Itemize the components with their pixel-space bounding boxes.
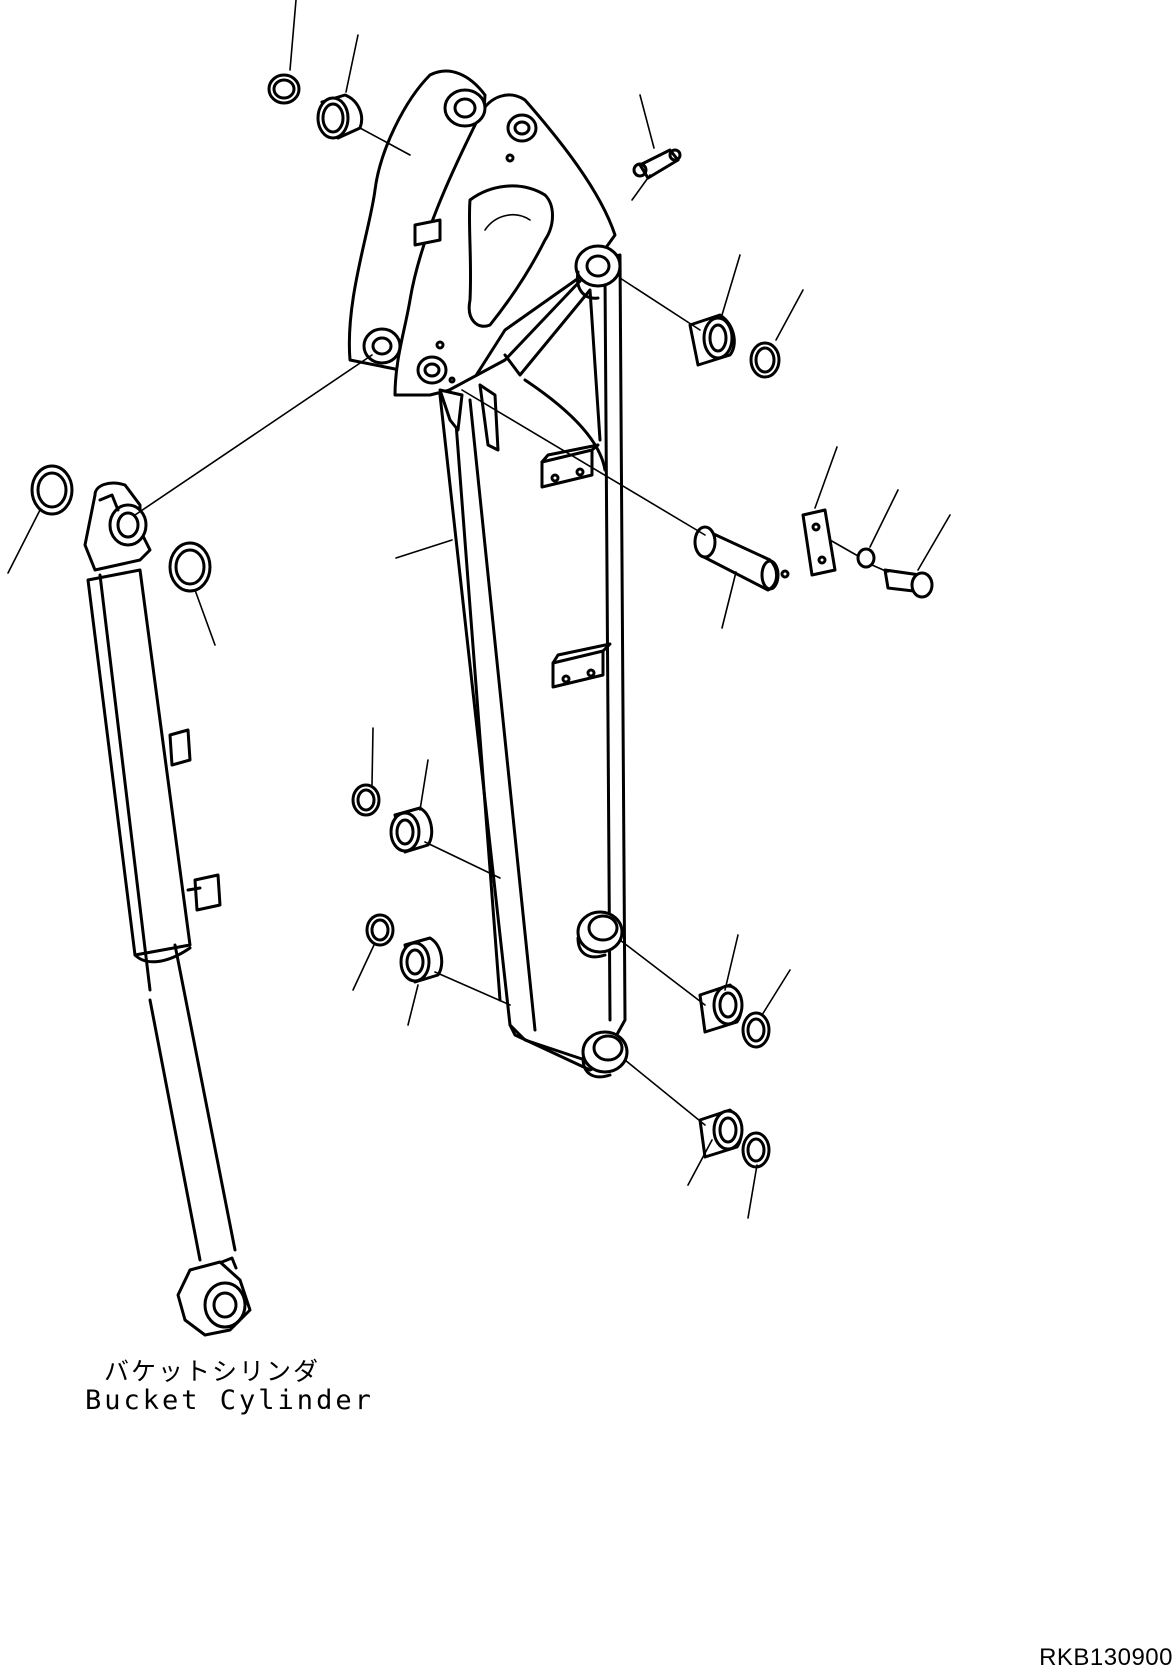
washers-cylinder	[30, 464, 212, 593]
arm-pin	[693, 525, 790, 592]
arm-body	[347, 69, 629, 1079]
bucket-cylinder-label-jp: バケットシリンダ	[104, 1357, 321, 1386]
bucket-cylinder-label-en: Bucket Cylinder	[85, 1385, 374, 1416]
bushings-lower-right	[698, 983, 771, 1169]
bucket-cylinder	[83, 481, 252, 1337]
grease-fitting	[632, 148, 682, 180]
bushings-lower-left	[351, 783, 444, 984]
leader-lines	[7, 0, 951, 1219]
bushing-upper-right	[688, 313, 781, 379]
drawing-number: RKB130900	[1039, 1644, 1173, 1671]
assembly-lines	[134, 127, 889, 1126]
lock-plate-bolt	[801, 508, 934, 599]
